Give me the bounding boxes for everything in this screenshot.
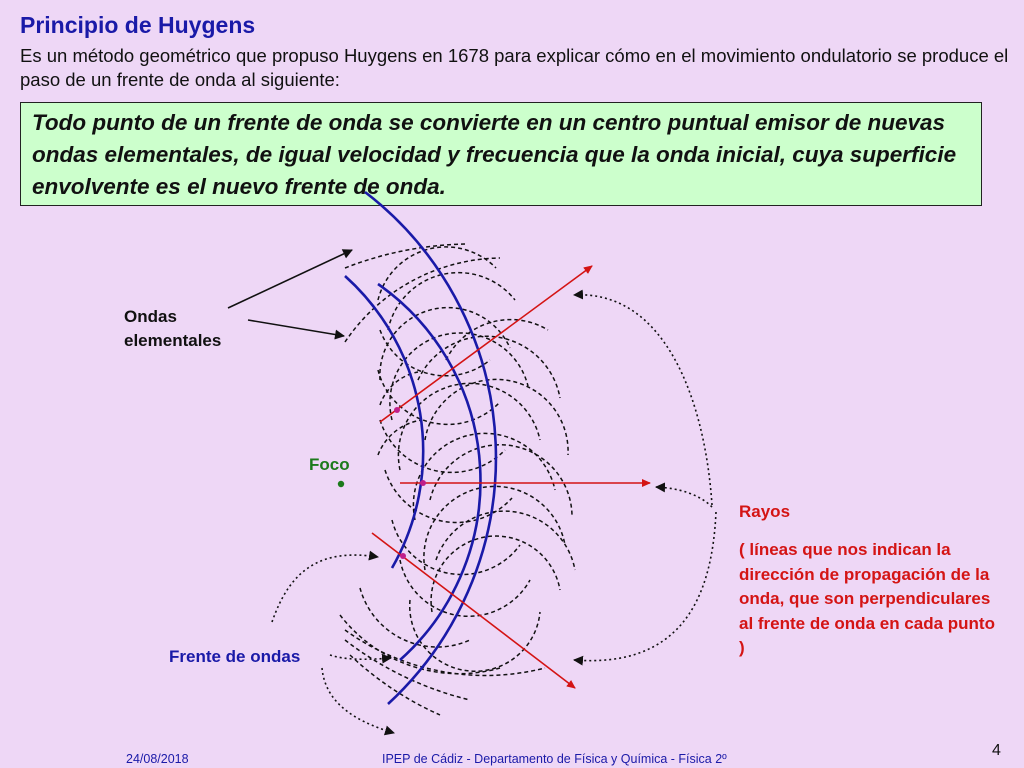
elementary-wave-arc — [408, 599, 541, 672]
ray-lower — [371, 532, 576, 689]
elementary-wave-arc — [424, 378, 569, 456]
wavefront-pointer-middle — [329, 653, 392, 664]
wavefront-label: Frente de ondas — [169, 647, 301, 666]
elementary-wave-arc — [344, 257, 501, 343]
rays-description: ( líneas que nos indican la dirección de… — [739, 540, 995, 657]
rays — [371, 265, 651, 689]
elementary-wave-arc — [445, 318, 549, 361]
elementary-wave-arc — [399, 559, 531, 618]
emitter-point — [394, 407, 400, 413]
elementary-wave-arc — [430, 535, 561, 613]
elementary-waves-label: Ondas elementales — [124, 307, 222, 350]
elementary-wave-arc — [384, 469, 513, 524]
elementary-wave-arc — [339, 614, 501, 675]
principle-box: Todo punto de un frente de onda se convi… — [20, 102, 982, 206]
rays-label: Rayos — [739, 502, 791, 521]
footer-credit: IPEP de Cádiz - Departamento de Física y… — [382, 752, 727, 766]
footer-date: 24/08/2018 — [126, 752, 189, 766]
elementary-waves-arrow-upper — [227, 249, 353, 309]
elementary-wave-arc — [344, 639, 471, 701]
elementary-wave-arc — [349, 654, 441, 716]
intro-text: Es un método geométrico que propuso Huyg… — [20, 45, 1009, 90]
elementary-wave-arc — [377, 246, 497, 301]
rays-pointer-lower — [573, 511, 717, 666]
elementary-wave-arc — [359, 587, 471, 648]
rays-pointer-upper — [573, 289, 713, 506]
wavefront-outer — [364, 190, 498, 705]
elementary-wave-arc — [379, 306, 511, 381]
elementary-wave-arc — [391, 519, 521, 576]
rays-pointer-middle — [655, 482, 713, 508]
wavefront-inner — [344, 275, 425, 569]
ray-upper — [379, 265, 593, 423]
emitter-point — [400, 553, 406, 559]
elementary-wave-arc — [344, 243, 469, 269]
emitter-point — [420, 480, 426, 486]
elementary-wave-arc — [344, 629, 546, 677]
elementary-wave-arc — [387, 271, 516, 331]
elementary-wave-arc — [429, 444, 573, 516]
rays-pointers — [573, 289, 717, 666]
elementary-wave-arc — [423, 485, 566, 571]
focus-point — [337, 480, 345, 488]
wavefront-pointer-upper — [271, 550, 379, 623]
wavefronts — [344, 190, 498, 705]
elementary-waves-arrow-lower — [247, 319, 345, 340]
elementary-waves-arrows — [227, 249, 353, 340]
wavefront-pointers — [271, 550, 395, 736]
elementary-waves — [339, 243, 576, 716]
elementary-wave-arc — [435, 510, 576, 571]
focus-label: Foco — [309, 455, 350, 474]
wavefront-pointer-lower — [321, 667, 395, 736]
elementary-wave-arc — [377, 419, 423, 456]
page-number: 4 — [992, 742, 1001, 759]
elementary-wave-arc — [412, 432, 556, 521]
elementary-wave-arc — [379, 419, 506, 474]
emitter-points — [394, 407, 426, 559]
wavefront-middle — [377, 282, 482, 661]
slide-title: Principio de Huygens — [20, 12, 256, 38]
elementary-wave-arc — [397, 382, 541, 471]
elementary-wave-arc — [379, 329, 491, 377]
